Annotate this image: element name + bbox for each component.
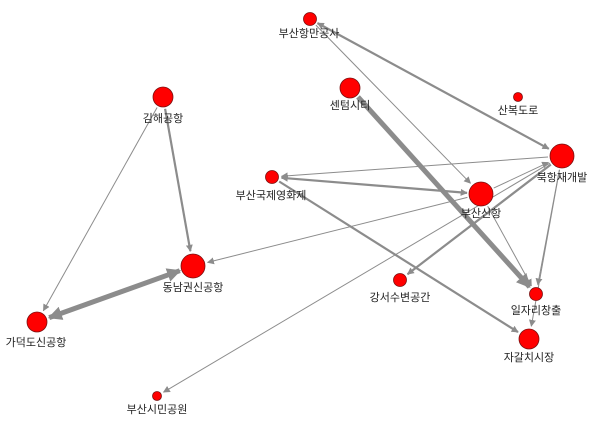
node-circle xyxy=(468,181,494,207)
node-busan-new-port: 부산신항 xyxy=(461,181,501,220)
edge-southeast-hub-airport-to-gadeokdo-new-airport xyxy=(47,268,182,320)
edge-busan-new-port-to-north-port-redevelopment xyxy=(493,161,550,189)
edge-gimhae-airport-to-southeast-hub-airport xyxy=(164,108,193,252)
node-circle xyxy=(152,391,162,401)
node-circle xyxy=(529,287,543,301)
node-circle xyxy=(549,143,575,169)
edge-busan-port-authority-to-busan-new-port xyxy=(315,24,471,184)
node-job-creation: 일자리창출 xyxy=(511,287,562,317)
node-sanbok-road: 산복도로 xyxy=(498,92,538,117)
node-circle xyxy=(518,328,540,350)
node-label: 자갈치시장 xyxy=(504,350,555,364)
node-gadeokdo-new-airport: 가덕도신공항 xyxy=(6,311,67,349)
edge-north-port-redevelopment-to-busan-intl-film-festival xyxy=(280,156,549,180)
node-label: 부산국제영화제 xyxy=(236,189,307,202)
edge-busan-new-port-to-busan-intl-film-festival xyxy=(280,174,468,196)
node-label: 센텀시티 xyxy=(330,99,370,112)
edge-north-port-redevelopment-to-gangseo-waterfront xyxy=(406,163,552,276)
node-busan-port-authority: 부산항만공사 xyxy=(279,12,340,40)
node-label: 가덕도신공항 xyxy=(6,336,67,349)
node-label: 부산시민공원 xyxy=(127,403,188,416)
node-north-port-redevelopment: 북항재개발 xyxy=(537,143,588,184)
node-circle xyxy=(393,273,407,287)
node-label: 김해공항 xyxy=(143,111,183,125)
node-circle xyxy=(152,86,174,108)
node-label: 일자리창출 xyxy=(511,303,562,317)
edge-busan-new-port-to-job-creation xyxy=(487,206,532,287)
node-circle xyxy=(513,92,523,102)
node-centum-city: 센텀시티 xyxy=(330,77,370,112)
edge-busan-intl-film-festival-to-autonomous-mayor xyxy=(278,180,519,334)
node-circle xyxy=(339,77,361,99)
node-gimhae-airport: 김해공항 xyxy=(143,86,183,125)
node-busan-intl-film-festival: 부산국제영화제 xyxy=(236,170,307,202)
node-autonomous-mayor: 자갈치시장 xyxy=(504,328,555,364)
edge-north-port-redevelopment-to-autonomous-mayor xyxy=(528,169,560,327)
node-circle xyxy=(265,170,279,184)
node-gangseo-waterfront: 강서수변공간 xyxy=(370,273,431,304)
node-label: 강서수변공간 xyxy=(370,291,431,304)
edge-busan-new-port-to-southeast-hub-airport xyxy=(206,196,468,265)
node-label: 부산항만공사 xyxy=(279,27,340,40)
node-southeast-hub-airport: 동남권신공항 xyxy=(163,253,224,294)
node-busan-citizens-park: 부산시민공원 xyxy=(127,391,188,416)
node-circle xyxy=(303,12,317,26)
node-label: 북항재개발 xyxy=(537,171,588,184)
node-label: 부산신항 xyxy=(461,207,501,220)
node-label: 동남권신공항 xyxy=(163,281,224,294)
node-circle xyxy=(26,311,48,333)
edge-busan-port-authority-to-north-port-redevelopment xyxy=(316,22,550,150)
node-label: 산복도로 xyxy=(498,104,538,117)
edge-gimhae-airport-to-gadeokdo-new-airport xyxy=(42,107,158,312)
node-circle xyxy=(180,253,206,279)
